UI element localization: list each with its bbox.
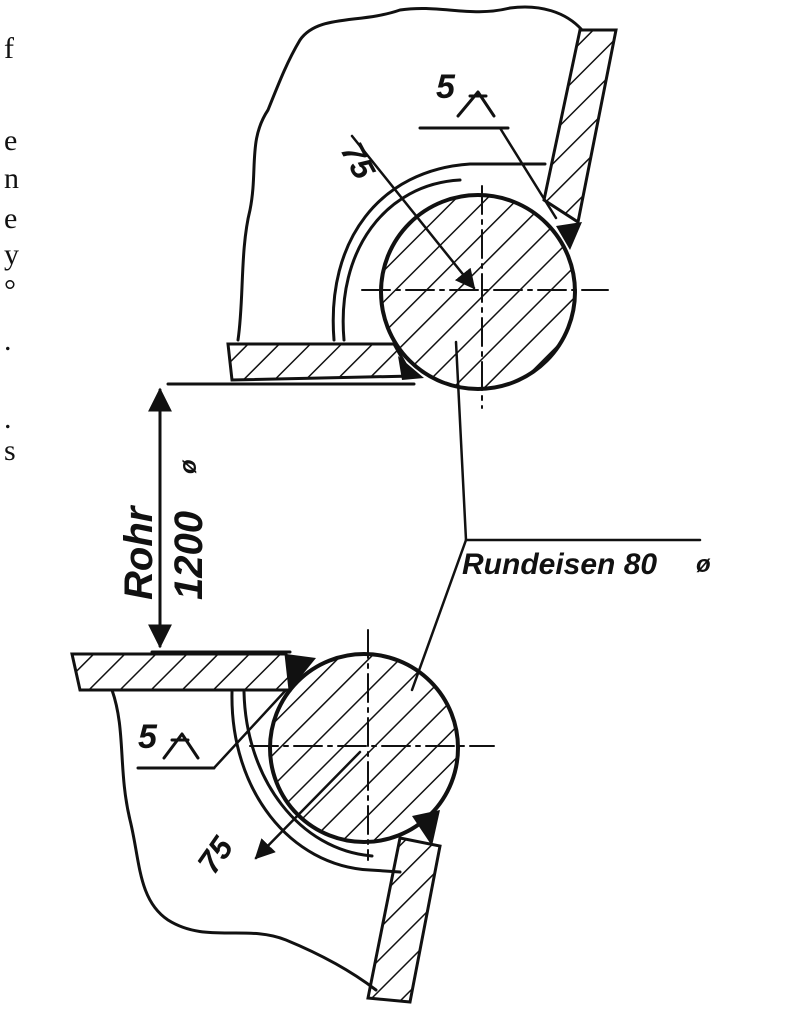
top-break-line xyxy=(236,5,584,342)
top-weld-fillet xyxy=(556,222,582,250)
bottom-pipe-wall xyxy=(70,652,292,692)
bottom-radius-inner-arc xyxy=(242,690,374,858)
bottom-radius-dim-line xyxy=(254,750,362,860)
bottom-break-line xyxy=(110,688,378,992)
round-bar-leader-top xyxy=(454,340,468,542)
round-bar-label: Rundeisen 80 xyxy=(462,548,657,581)
margin-text-fragment: n xyxy=(4,162,19,195)
top-radius-label: 75 xyxy=(334,136,383,185)
pipe-name-label: Rohr xyxy=(117,504,161,600)
bottom-weld-symbol xyxy=(162,732,200,760)
bottom-radius-label: 75 xyxy=(190,829,241,880)
bottom-weld-size: 5 xyxy=(138,718,158,756)
margin-text-fragment: y xyxy=(4,238,19,271)
top-weld-fillet xyxy=(398,356,424,380)
margin-text-fragment: . xyxy=(4,402,12,435)
pipe-diameter-label: 1200 xyxy=(167,511,211,600)
top-weld-symbol xyxy=(456,90,496,118)
top-radius-inner-arc xyxy=(341,178,462,342)
top-weld-size: 5 xyxy=(436,68,456,106)
round-bar-leader-bottom xyxy=(410,538,468,692)
bottom-inclined-plate xyxy=(366,836,442,1004)
margin-text-fragment: s xyxy=(4,434,16,467)
top-radius-arc xyxy=(331,162,547,342)
top-inclined-plate xyxy=(542,28,618,225)
top-round-bar xyxy=(379,193,577,391)
margin-text-fragment: ° xyxy=(4,274,16,307)
bottom-radius-arc xyxy=(230,690,402,874)
round-bar-diameter-symbol: ø xyxy=(696,551,711,578)
margin-text-fragment: e xyxy=(4,202,18,235)
margin-text-fragment: f xyxy=(4,32,14,65)
top-pipe-wall xyxy=(226,342,415,382)
top-radius-dim-line xyxy=(350,134,476,290)
margin-text-fragment: e xyxy=(4,124,18,157)
bottom-weld-fillet xyxy=(412,810,440,846)
top-weld-leader xyxy=(498,126,558,220)
margin-text-fragment: . xyxy=(4,324,12,357)
pipe-diameter-symbol: ø xyxy=(175,459,202,474)
bottom-weld-fillet xyxy=(286,654,316,690)
bottom-weld-leader xyxy=(212,688,288,770)
